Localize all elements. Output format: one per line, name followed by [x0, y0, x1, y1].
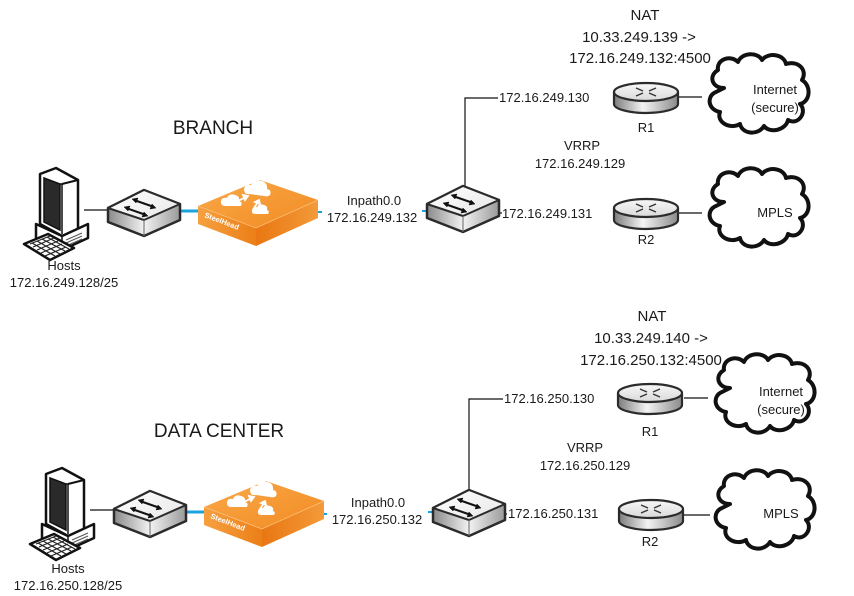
vrrp-label: VRRP	[566, 440, 604, 455]
cloud-internet-sublabel: (secure)	[757, 402, 805, 417]
inpath-interface-label: Inpath0.0	[346, 193, 402, 208]
nat-to: 172.16.250.132:4500	[580, 352, 722, 369]
r2-name: R2	[637, 232, 655, 247]
cloud-mpls-label: MPLS	[763, 506, 799, 521]
nat-from: 10.33.249.140 ->	[594, 330, 708, 347]
r1-name: R1	[637, 120, 655, 135]
router-icon	[617, 498, 685, 532]
steelhead-appliance-icon	[203, 480, 325, 548]
r2-ip: 172.16.250.131	[508, 506, 599, 521]
vrrp-ip: 172.16.249.129	[534, 156, 626, 171]
r2-name: R2	[641, 534, 659, 549]
site-title: BRANCH	[172, 118, 254, 139]
inpath-ip: 172.16.250.132	[331, 512, 423, 527]
desktop-computer-icon	[22, 166, 90, 262]
router-icon	[612, 81, 680, 115]
network-switch-icon	[112, 489, 188, 539]
inpath-interface-label: Inpath0.0	[350, 495, 406, 510]
desktop-computer-icon	[28, 466, 96, 562]
router-icon	[612, 197, 680, 231]
hosts-subnet: 172.16.249.128/25	[9, 275, 119, 290]
vrrp-ip: 172.16.250.129	[539, 458, 631, 473]
link-switch-r1	[464, 97, 498, 186]
r1-name: R1	[641, 424, 659, 439]
nat-to: 172.16.249.132:4500	[569, 50, 711, 67]
nat-label: NAT	[637, 308, 667, 325]
r1-ip: 172.16.249.130	[499, 90, 590, 105]
r2-ip: 172.16.249.131	[502, 206, 593, 221]
cloud-internet-sublabel: (secure)	[751, 100, 799, 115]
network-switch-icon	[425, 184, 501, 234]
inpath-ip: 172.16.249.132	[326, 210, 418, 225]
link-switch-r1	[468, 398, 503, 490]
hosts-label: Hosts	[51, 561, 85, 576]
network-switch-icon	[106, 188, 182, 238]
steelhead-appliance-icon	[197, 179, 319, 247]
cloud-internet-label: Internet	[752, 82, 798, 97]
r1-ip: 172.16.250.130	[504, 391, 595, 406]
site-title: DATA CENTER	[153, 421, 285, 442]
network-switch-icon	[431, 488, 507, 538]
hosts-subnet: 172.16.250.128/25	[13, 578, 123, 593]
hosts-label: Hosts	[47, 258, 81, 273]
cloud-internet-label: Internet	[758, 384, 804, 399]
nat-from: 10.33.249.139 ->	[582, 29, 696, 46]
vrrp-label: VRRP	[563, 138, 601, 153]
cloud-mpls-label: MPLS	[757, 205, 793, 220]
router-icon	[616, 382, 684, 416]
nat-label: NAT	[630, 7, 660, 24]
